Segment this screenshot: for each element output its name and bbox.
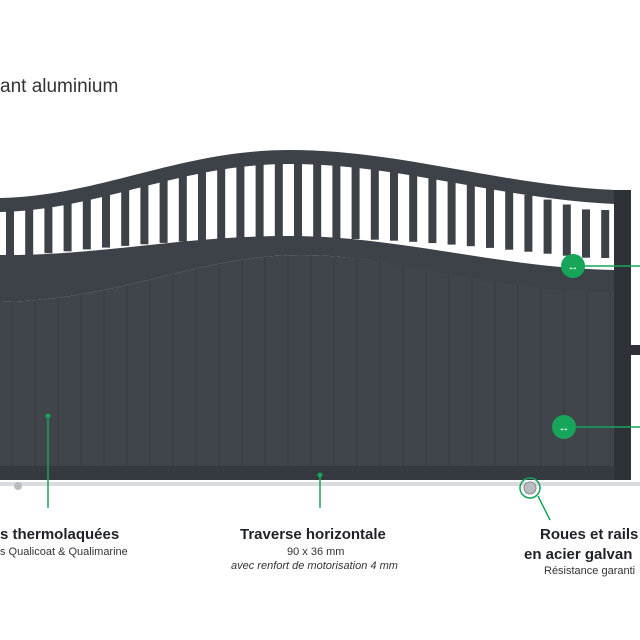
vertical-bar [447, 177, 456, 245]
feature-right-heading-1: Roues et rails [540, 526, 639, 543]
bottom-rail [0, 466, 615, 480]
vertical-bar [351, 164, 360, 239]
callout-dot-icon [317, 472, 323, 478]
vertical-bar [25, 203, 34, 256]
vertical-bar [82, 189, 91, 250]
vertical-bar [198, 168, 206, 241]
vertical-bar [524, 194, 533, 252]
vertical-bar [313, 162, 322, 239]
vertical-bar [63, 193, 72, 252]
post-bracket [628, 345, 640, 355]
feature-right-sub: Résistance garanti [544, 565, 636, 577]
arrow-marker-icon [561, 254, 585, 278]
vertical-bar [102, 185, 110, 248]
vertical-bar [409, 171, 418, 242]
wheel-icon [14, 482, 22, 490]
feature-middle-dimensions: 90 x 36 mm [287, 546, 345, 558]
gate-post [614, 190, 631, 480]
vertical-bar [466, 181, 475, 247]
callout-line-right [537, 495, 551, 521]
arrow-marker-symbol: ↔ [559, 422, 570, 434]
vertical-bar [255, 162, 264, 239]
vertical-bar [332, 163, 341, 239]
arrow-marker-icon [552, 415, 576, 439]
solid-panel [0, 255, 615, 478]
wheel-callout-ring [519, 477, 541, 499]
vertical-bar [601, 210, 610, 258]
vertical-bar [159, 173, 168, 243]
vertical-bar [274, 162, 283, 239]
page-title: ant aluminium [0, 76, 119, 97]
vertical-bar [140, 177, 149, 245]
vertical-bar [294, 162, 302, 238]
wheel-icon [523, 481, 537, 495]
vertical-bar [543, 199, 552, 254]
top-rail [0, 150, 615, 212]
vertical-bar [217, 165, 226, 240]
feature-middle-note: avec renfort de motorisation 4 mm [231, 560, 398, 572]
feature-left-sub: s Qualicoat & Qualimarine [0, 546, 128, 558]
vertical-bar [390, 168, 398, 241]
vertical-bar [178, 170, 187, 242]
vertical-bar [582, 209, 590, 258]
vertical-bar [236, 164, 245, 239]
arrow-marker-symbol: ↔ [568, 261, 579, 273]
vertical-bar [370, 166, 379, 240]
vertical-bar [486, 185, 494, 248]
feature-right-heading-2: en acier galvan [524, 546, 633, 563]
vertical-bar [562, 204, 571, 256]
vertical-bar [121, 180, 130, 246]
feature-left-heading: s thermolaquées [0, 526, 120, 543]
vertical-bar [428, 174, 437, 244]
callout-dot-icon [45, 413, 51, 419]
vertical-bar [505, 190, 514, 250]
vertical-bars [6, 162, 610, 258]
vertical-bar [44, 198, 53, 254]
middle-rail [0, 236, 615, 302]
feature-middle-heading: Traverse horizontale [240, 526, 386, 543]
vertical-bar [6, 208, 14, 258]
